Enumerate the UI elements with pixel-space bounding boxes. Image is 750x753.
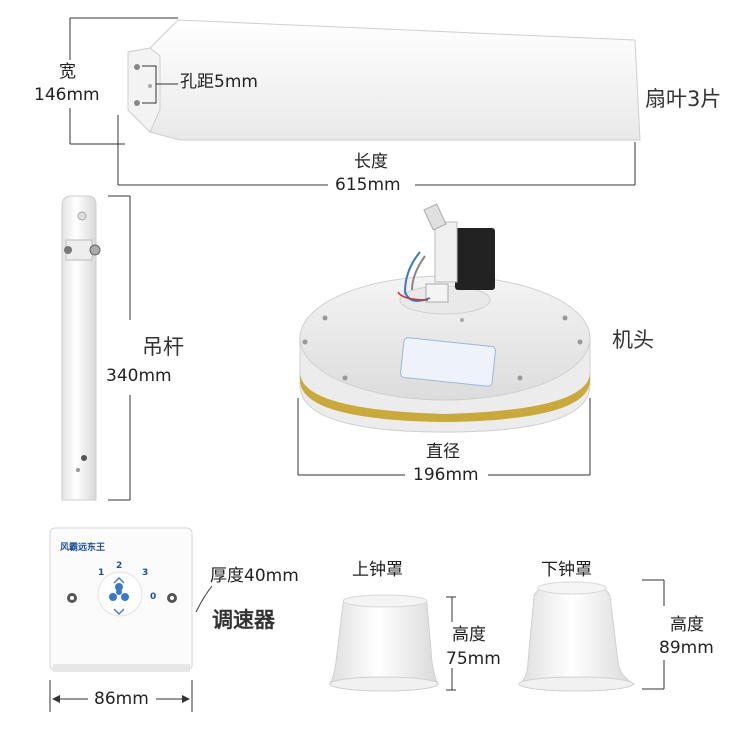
motor-name-label: 机头 bbox=[612, 328, 654, 352]
blade-width-label: 宽 bbox=[59, 62, 76, 82]
controller-width-value: 86mm bbox=[94, 689, 149, 709]
upper-cover-height-value: 75mm bbox=[446, 649, 501, 669]
dial-number-0: 0 bbox=[150, 592, 157, 602]
lower-cover-name-label: 下钟罩 bbox=[541, 560, 592, 580]
dial-number-1: 1 bbox=[98, 568, 105, 578]
blade-width-value: 146mm bbox=[34, 85, 100, 105]
lower-cover-height-value: 89mm bbox=[659, 638, 714, 658]
motor-diameter-value: 196mm bbox=[413, 465, 479, 485]
upper-cover-height-label: 高度 bbox=[452, 625, 486, 645]
downrod-length-value: 340mm bbox=[106, 366, 172, 386]
blade-hole-distance-label: 孔距5mm bbox=[180, 72, 258, 92]
upper-cover-name-label: 上钟罩 bbox=[352, 560, 403, 580]
dial-number-2: 2 bbox=[116, 561, 123, 571]
blade-name-label: 扇叶3片 bbox=[645, 87, 722, 111]
motor-diameter-label: 直径 bbox=[426, 442, 460, 462]
blade-length-value: 615mm bbox=[335, 175, 401, 195]
downrod-name-label: 吊杆 bbox=[142, 335, 184, 359]
controller-name-label: 调速器 bbox=[212, 608, 275, 632]
dial-number-3: 3 bbox=[142, 568, 149, 578]
controller-thickness-label: 厚度40mm bbox=[210, 566, 299, 586]
lower-cover-height-label: 高度 bbox=[670, 615, 704, 635]
controller-brand-logo: 风霸远东王 bbox=[60, 543, 106, 553]
blade-length-label: 长度 bbox=[354, 152, 388, 172]
